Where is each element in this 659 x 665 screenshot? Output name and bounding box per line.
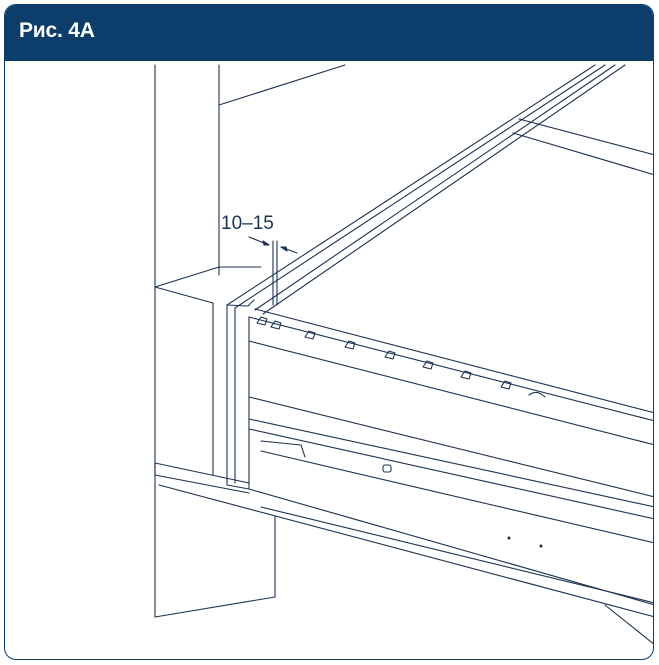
plinth-rail	[154, 462, 653, 645]
dimension-label: 10–15	[221, 213, 274, 234]
worktop-edge	[226, 64, 626, 490]
figure-frame: Рис. 4A	[4, 4, 654, 660]
figure-header: Рис. 4A	[5, 5, 653, 61]
wall-cabinet	[154, 64, 346, 618]
fixing-clips	[256, 316, 546, 473]
dimension-marker	[248, 236, 298, 306]
figure-title: Рис. 4A	[19, 19, 95, 42]
worktop-surface	[512, 118, 653, 175]
technical-drawing: 10–15	[154, 64, 653, 645]
hob-panel	[248, 308, 653, 606]
